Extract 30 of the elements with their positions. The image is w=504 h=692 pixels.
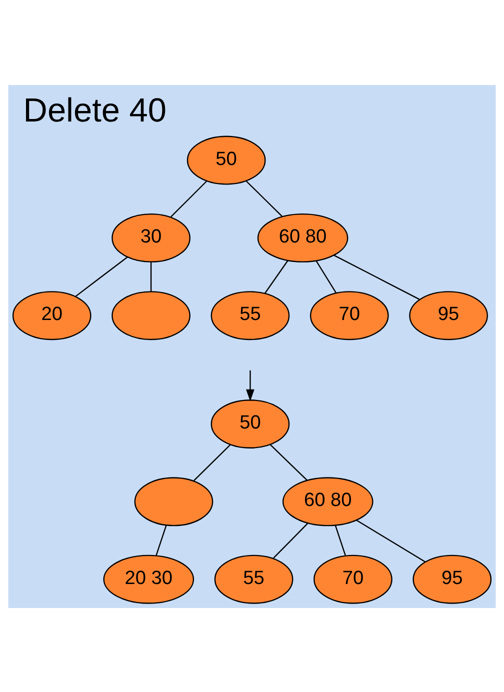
node-ellipse: 55 bbox=[214, 554, 294, 604]
connector bbox=[316, 260, 337, 293]
node-ellipse: 70 bbox=[314, 554, 392, 604]
node-ellipse: 20 30 bbox=[103, 554, 194, 604]
connector bbox=[246, 180, 282, 216]
node-ellipse: 50 bbox=[186, 135, 266, 184]
node-ellipse: 50 bbox=[210, 399, 290, 448]
connector bbox=[75, 256, 128, 296]
connector bbox=[150, 262, 152, 292]
node-ellipse: 95 bbox=[409, 290, 488, 340]
arrow bbox=[246, 370, 254, 401]
node-ellipse bbox=[134, 476, 214, 526]
connector bbox=[270, 444, 308, 480]
connector bbox=[264, 260, 288, 294]
node-ellipse: 95 bbox=[412, 554, 492, 604]
connector bbox=[356, 519, 426, 562]
diagram-title: Delete 40 bbox=[23, 92, 166, 129]
node-ellipse bbox=[112, 290, 190, 340]
node-ellipse: 70 bbox=[310, 290, 389, 340]
node-ellipse: 30 bbox=[112, 212, 190, 262]
node-ellipse: 60 80 bbox=[257, 212, 348, 262]
connector bbox=[194, 444, 231, 480]
connector bbox=[156, 524, 167, 556]
node-ellipse: 55 bbox=[210, 290, 290, 340]
connector bbox=[334, 524, 346, 556]
connector bbox=[170, 180, 207, 217]
node-ellipse: 20 bbox=[12, 290, 92, 340]
connector bbox=[334, 254, 420, 300]
connector bbox=[273, 522, 308, 558]
node-ellipse: 60 80 bbox=[282, 476, 374, 526]
